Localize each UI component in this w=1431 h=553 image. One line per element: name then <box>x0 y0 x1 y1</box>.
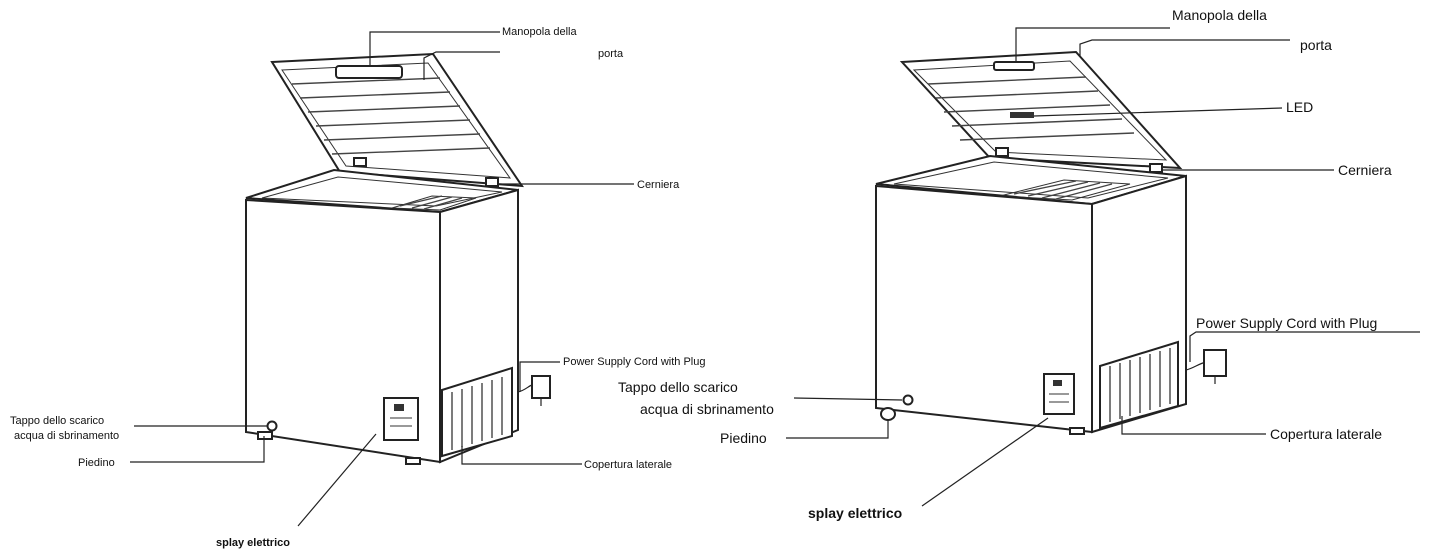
left-power-cord <box>517 375 551 406</box>
left-label-drain-line2: acqua di sbrinamento <box>14 430 119 442</box>
left-hinge-a <box>353 157 367 167</box>
left-lid-slats <box>291 77 491 155</box>
right-freezer <box>875 50 1227 435</box>
right-basket <box>999 179 1131 201</box>
right-led-strip <box>1010 112 1034 118</box>
left-side-cover <box>441 366 513 458</box>
right-foot-a <box>880 407 896 421</box>
left-lid <box>270 52 524 188</box>
right-label-hinge: Cerniera <box>1338 162 1392 178</box>
left-label-handle-line2: porta <box>598 48 624 60</box>
right-door-handle <box>993 61 1035 71</box>
left-foot-b <box>405 457 421 465</box>
right-label-display: splay elettrico <box>808 505 902 521</box>
left-label-hinge: Cerniera <box>637 179 680 191</box>
left-display-panel <box>383 397 419 441</box>
left-label-handle-line1: Manopola della <box>502 26 577 38</box>
left-basket <box>391 195 477 211</box>
left-door-handle <box>335 65 403 79</box>
left-freezer <box>245 52 551 465</box>
right-hinge-b <box>1149 163 1163 173</box>
right-drain-plug <box>902 394 914 406</box>
right-labels: Manopola della porta LED Cerniera Power … <box>618 7 1392 521</box>
left-drain-plug <box>266 420 278 432</box>
right-side-cover <box>1099 340 1179 430</box>
left-hinge-b <box>485 177 499 187</box>
left-labels: Manopola della porta Cerniera Power Supp… <box>10 26 705 549</box>
left-label-side-cover: Copertura laterale <box>584 459 672 471</box>
right-label-side-cover: Copertura laterale <box>1270 426 1382 442</box>
right-lid <box>899 50 1183 173</box>
right-label-drain-line1: Tappo dello scarico <box>618 379 738 395</box>
right-hinge-a <box>995 147 1009 157</box>
right-label-handle-line2: porta <box>1300 37 1332 53</box>
left-label-drain-line1: Tappo dello scarico <box>10 415 104 427</box>
left-label-cord: Power Supply Cord with Plug <box>563 356 705 368</box>
right-lid-slats <box>927 76 1135 141</box>
right-label-handle-line1: Manopola della <box>1172 7 1267 23</box>
right-power-cord <box>1185 349 1227 384</box>
left-leader-lines <box>130 31 634 527</box>
right-label-drain-line2: acqua di sbrinamento <box>640 401 774 417</box>
right-label-cord: Power Supply Cord with Plug <box>1196 315 1377 331</box>
right-leader-lines <box>786 27 1420 507</box>
right-display-panel <box>1043 373 1075 415</box>
right-label-foot: Piedino <box>720 430 767 446</box>
left-foot-a <box>257 431 273 440</box>
left-label-display: splay elettrico <box>216 537 290 549</box>
right-label-led: LED <box>1286 99 1313 115</box>
left-label-foot: Piedino <box>78 457 115 469</box>
right-foot-b <box>1069 427 1085 435</box>
